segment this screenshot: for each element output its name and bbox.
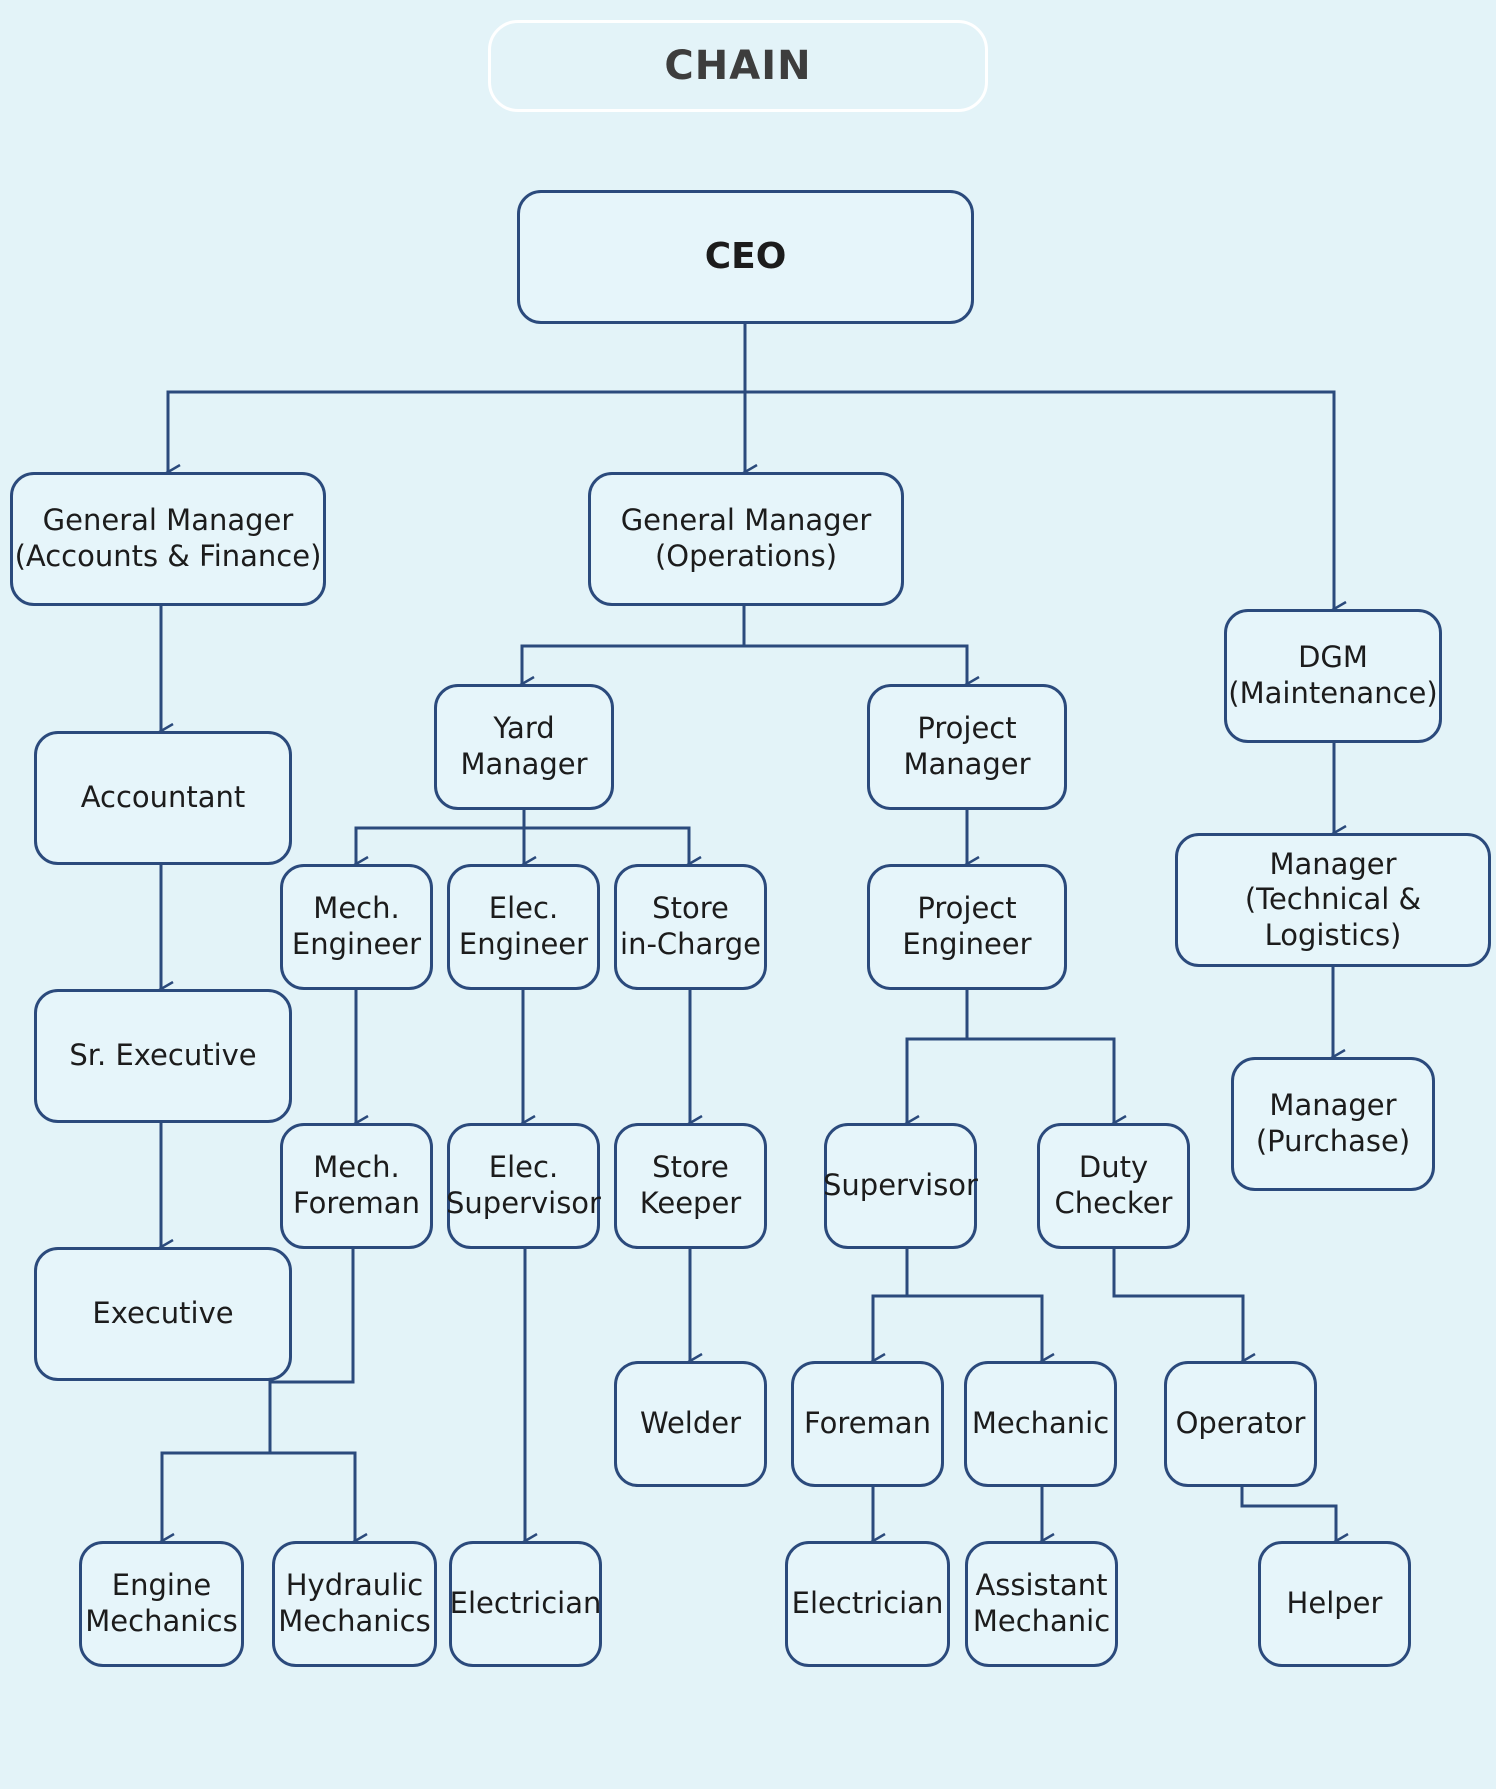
node-accountant: Accountant (34, 731, 292, 865)
node-yard-manager: Yard Manager (434, 684, 614, 810)
node-label-operator: Operator (1175, 1406, 1306, 1441)
node-label-accountant: Accountant (80, 780, 246, 815)
node-store-in-charge: Store in-Charge (614, 864, 767, 990)
node-label-ceo: CEO (704, 235, 787, 277)
node-duty-checker: Duty Checker (1037, 1123, 1190, 1249)
chart-title-box: CHAIN (488, 20, 988, 112)
connector-yard_mgr-to-store_ic (524, 826, 689, 864)
connector-mech_foreman-to-engine_mech (162, 1249, 355, 1541)
node-label-project-manager: Project Manager (903, 711, 1031, 781)
node-helper: Helper (1258, 1541, 1411, 1667)
node-supervisor: Supervisor (823, 1123, 978, 1249)
connector-proj_eng-to-supervisor (907, 990, 969, 1123)
node-label-dgm-maintenance: DGM (Maintenance) (1228, 640, 1438, 710)
node-label-electrician-yard: Electrician (449, 1586, 602, 1621)
node-label-duty-checker: Duty Checker (1054, 1150, 1173, 1220)
node-assistant-mechanic: Assistant Mechanic (965, 1541, 1118, 1667)
node-electrician-project: Electrician (785, 1541, 950, 1667)
node-label-gm-operations: General Manager (Operations) (620, 503, 872, 573)
connector-ceo-to-dgm (745, 390, 1334, 609)
node-ceo: CEO (517, 190, 974, 324)
node-label-welder: Welder (639, 1406, 742, 1441)
node-label-supervisor: Supervisor (823, 1168, 978, 1203)
connector-yard_mgr-to-mech_eng (356, 810, 526, 864)
node-operator: Operator (1164, 1361, 1317, 1487)
node-project-engineer: Project Engineer (867, 864, 1067, 990)
node-label-sr-executive: Sr. Executive (69, 1038, 257, 1073)
node-label-store-in-charge: Store in-Charge (620, 891, 761, 961)
node-label-mech-foreman: Mech. Foreman (293, 1150, 420, 1220)
node-label-gm-accounts-finance: General Manager (Accounts & Finance) (14, 503, 322, 573)
node-label-store-keeper: Store Keeper (639, 1150, 742, 1220)
connector-ceo-to-gm_af (168, 324, 747, 472)
node-label-mechanic: Mechanic (971, 1406, 1110, 1441)
node-elec-engineer: Elec. Engineer (447, 864, 600, 990)
node-elec-supervisor: Elec. Supervisor (446, 1123, 601, 1249)
node-label-foreman: Foreman (804, 1406, 931, 1441)
node-label-helper: Helper (1286, 1586, 1383, 1621)
node-mechanic: Mechanic (964, 1361, 1117, 1487)
node-project-manager: Project Manager (867, 684, 1067, 810)
node-label-elec-engineer: Elec. Engineer (458, 891, 589, 961)
node-hydraulic-mechanics: Hydraulic Mechanics (272, 1541, 437, 1667)
node-dgm-maintenance: DGM (Maintenance) (1224, 609, 1442, 743)
node-mech-engineer: Mech. Engineer (280, 864, 433, 990)
node-label-project-engineer: Project Engineer (902, 891, 1032, 961)
connector-gm_ops-to-yard_mgr (522, 606, 746, 684)
connector-proj_eng-to-duty_checker (967, 1037, 1114, 1123)
node-welder: Welder (614, 1361, 767, 1487)
node-label-manager-technical-logistics: Manager (Technical & Logistics) (1244, 846, 1422, 952)
node-label-manager-purchase: Manager (Purchase) (1255, 1088, 1411, 1158)
node-sr-executive: Sr. Executive (34, 989, 292, 1123)
connector-supervisor-to-mechanic (907, 1294, 1042, 1361)
connector-mech_foreman-to-hyd_mech (270, 1451, 355, 1541)
node-label-executive: Executive (92, 1296, 234, 1331)
connector-operator-to-helper (1240, 1487, 1336, 1541)
node-foreman: Foreman (791, 1361, 944, 1487)
node-manager-purchase: Manager (Purchase) (1231, 1057, 1435, 1191)
node-label-elec-supervisor: Elec. Supervisor (446, 1150, 601, 1220)
node-electrician-yard: Electrician (449, 1541, 602, 1667)
chart-title: CHAIN (664, 43, 812, 89)
node-gm-accounts-finance: General Manager (Accounts & Finance) (10, 472, 326, 606)
node-gm-operations: General Manager (Operations) (588, 472, 904, 606)
node-manager-technical-logistics: Manager (Technical & Logistics) (1175, 833, 1491, 967)
node-label-electrician-project: Electrician (791, 1586, 944, 1621)
node-engine-mechanics: Engine Mechanics (79, 1541, 244, 1667)
node-executive: Executive (34, 1247, 292, 1381)
node-label-hydraulic-mechanics: Hydraulic Mechanics (278, 1568, 431, 1638)
node-label-assistant-mechanic: Assistant Mechanic (972, 1568, 1111, 1638)
node-label-mech-engineer: Mech. Engineer (291, 891, 422, 961)
node-mech-foreman: Mech. Foreman (280, 1123, 433, 1249)
node-store-keeper: Store Keeper (614, 1123, 767, 1249)
connector-supervisor-to-foreman (873, 1249, 909, 1361)
connector-gm_ops-to-proj_mgr (744, 644, 967, 684)
connector-duty_checker-to-operator (1112, 1249, 1243, 1361)
node-label-engine-mechanics: Engine Mechanics (85, 1568, 238, 1638)
node-label-yard-manager: Yard Manager (460, 711, 588, 781)
